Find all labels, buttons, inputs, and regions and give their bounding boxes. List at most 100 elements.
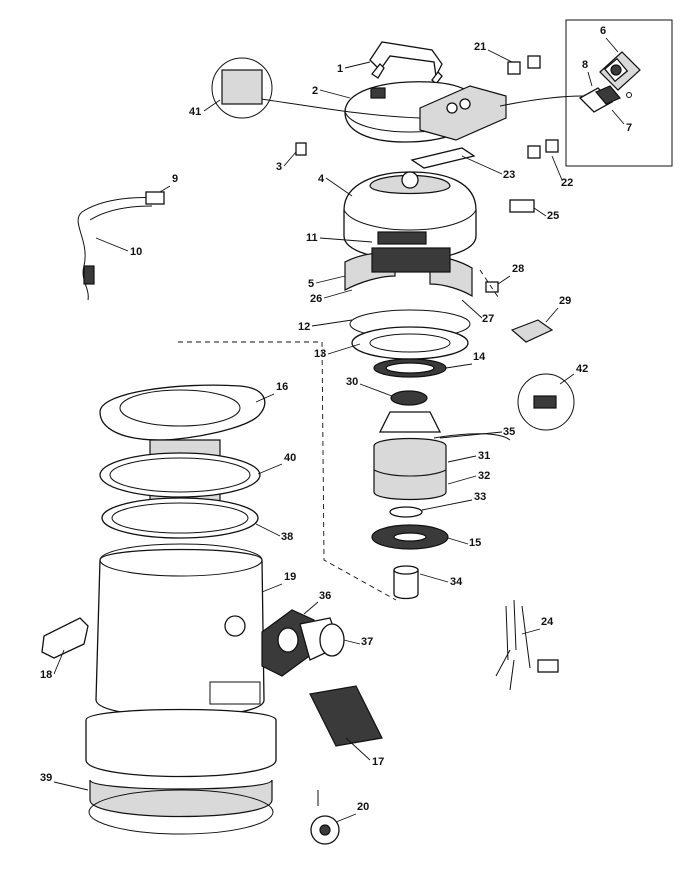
leader-line-37: [343, 639, 361, 645]
callout-label-26: 26: [310, 293, 322, 305]
top-cover: [239, 81, 584, 143]
callout-label-13: 13: [314, 348, 326, 360]
callout-label-10: 10: [130, 246, 142, 258]
caster-wheel: [310, 790, 340, 845]
callout-label-23: 23: [503, 169, 515, 181]
control-bracket: [410, 147, 476, 169]
switch-detail-41: [211, 57, 273, 119]
callout-label-37: 37: [361, 636, 373, 648]
leader-line-23: [461, 155, 503, 175]
callout-label-27: 27: [482, 313, 494, 325]
leader-line-3: [283, 151, 297, 167]
callout-label-12: 12: [298, 321, 310, 333]
leader-line-7: [611, 109, 625, 125]
callout-label-7: 7: [626, 122, 632, 134]
callout-label-1: 1: [337, 63, 343, 75]
leader-line-13: [327, 343, 361, 355]
leader-line-1: [344, 61, 371, 69]
leader-line-29: [545, 307, 559, 323]
leader-line-21: [487, 49, 513, 63]
callout-label-6: 6: [600, 25, 606, 37]
callout-label-16: 16: [276, 381, 288, 393]
switch-clips: [295, 55, 559, 159]
callout-label-29: 29: [559, 295, 571, 307]
callout-label-34: 34: [450, 576, 463, 588]
dashed-assembly-line-right: [479, 269, 501, 301]
leader-line-30: [359, 383, 393, 397]
leader-line-27: [461, 299, 483, 319]
leader-line-36: [303, 601, 319, 615]
terminal-block: [485, 281, 554, 343]
callout-label-33: 33: [474, 491, 486, 503]
leader-line-20: [335, 813, 357, 823]
motor-vent-grille: [344, 247, 473, 298]
callout-label-14: 14: [473, 351, 486, 363]
carry-handle: [369, 41, 443, 85]
callout-label-19: 19: [284, 571, 296, 583]
callout-label-17: 17: [372, 756, 384, 768]
callout-label-18: 18: [40, 669, 52, 681]
leader-line-15: [447, 537, 469, 545]
leader-line-12: [311, 319, 353, 327]
switch-detail-42: [517, 373, 575, 431]
leader-line-14: [445, 363, 473, 369]
callout-label-9: 9: [172, 173, 178, 185]
callout-label-20: 20: [357, 801, 369, 813]
motor-assembly: [373, 411, 511, 501]
leader-line-33: [421, 499, 473, 511]
power-cord-plug: [77, 191, 165, 301]
leader-line-42: [559, 373, 575, 385]
callout-label-2: 2: [312, 85, 318, 97]
side-bracket: [41, 617, 89, 659]
leader-line-18: [53, 649, 65, 675]
leader-line-8: [587, 71, 593, 87]
callout-label-42: 42: [576, 363, 588, 375]
callout-label-22: 22: [561, 177, 573, 189]
callout-label-5: 5: [308, 278, 314, 290]
leader-line-25: [533, 207, 547, 217]
leader-line-11: [319, 237, 373, 243]
leader-line-5: [315, 275, 346, 284]
callout-label-28: 28: [512, 263, 524, 275]
callout-label-32: 32: [478, 470, 490, 482]
callout-label-38: 38: [281, 531, 293, 543]
leader-line-31: [447, 455, 477, 463]
leader-line-34: [419, 573, 449, 583]
leader-line-10: [95, 237, 129, 252]
leader-line-9: [159, 185, 171, 193]
bearing-washer: [390, 390, 428, 406]
leader-line-17: [345, 737, 371, 761]
dashed-assembly-line-left: [178, 341, 397, 601]
tank-body: [85, 543, 277, 835]
leader-line-16: [255, 393, 275, 403]
callout-label-25: 25: [547, 210, 559, 222]
callout-label-8: 8: [582, 59, 588, 71]
leader-line-24: [521, 628, 541, 635]
leader-line-22: [551, 155, 563, 181]
callout-label-30: 30: [346, 376, 358, 388]
callout-label-15: 15: [469, 537, 481, 549]
callout-label-41: 41: [189, 106, 201, 118]
callout-label-11: 11: [306, 232, 318, 244]
leader-line-19: [261, 583, 283, 593]
motor-head: [343, 171, 477, 261]
leader-line-35: [439, 431, 503, 439]
leader-line-6: [605, 37, 619, 53]
leader-line-40: [257, 463, 283, 475]
leader-line-28: [497, 275, 511, 285]
leader-line-26: [323, 289, 353, 299]
callout-label-4: 4: [318, 173, 325, 185]
callout-label-21: 21: [474, 41, 486, 53]
hose-inlet: [261, 609, 345, 677]
leader-line-38: [255, 523, 281, 537]
leader-line-39: [53, 781, 89, 791]
callout-label-39: 39: [40, 772, 52, 784]
wiring-harness: [495, 599, 559, 691]
hose-connector: [509, 199, 535, 213]
leader-line-4: [325, 177, 353, 197]
leader-line-2: [319, 89, 351, 99]
callout-label-24: 24: [541, 616, 554, 628]
callout-label-36: 36: [319, 590, 331, 602]
